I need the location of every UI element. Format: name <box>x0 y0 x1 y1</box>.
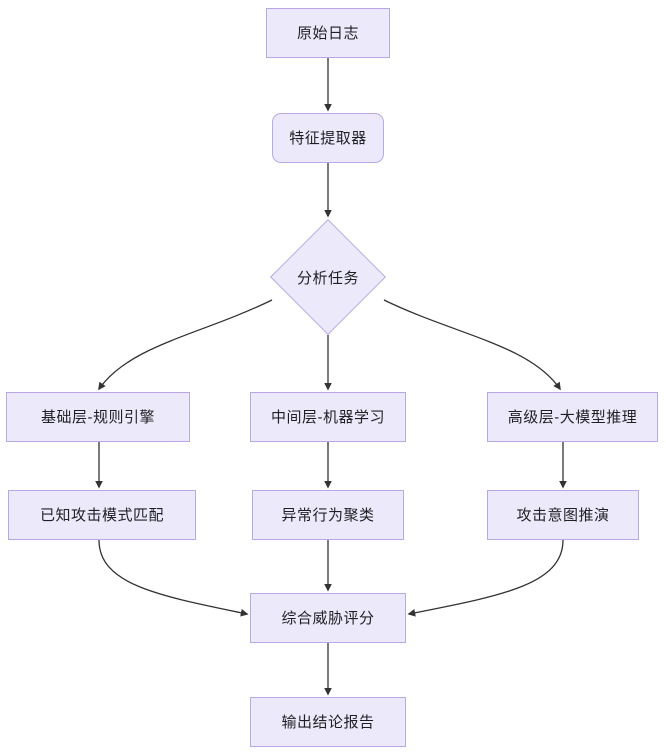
edge-intent-infer-to-threat-score <box>407 539 564 617</box>
edge-analysis-task-to-adv-layer <box>383 299 561 391</box>
node-analysis-task[interactable]: 分析任务 <box>270 219 386 335</box>
node-known-attack-pattern-match[interactable]: 已知攻击模式匹配 <box>8 490 196 540</box>
node-attack-intent-inference[interactable]: 攻击意图推演 <box>487 490 639 540</box>
node-mid-layer-machine-learning[interactable]: 中间层-机器学习 <box>250 392 406 442</box>
node-attack-intent-inference-label: 攻击意图推演 <box>516 506 610 524</box>
node-mid-layer-machine-learning-label: 中间层-机器学习 <box>271 408 385 426</box>
node-advanced-layer-llm-reasoning-label: 高级层-大模型推理 <box>507 408 638 426</box>
node-analysis-task-label: 分析任务 <box>296 269 359 287</box>
node-anomaly-behavior-clustering[interactable]: 异常行为聚类 <box>252 490 404 540</box>
node-comprehensive-threat-score[interactable]: 综合威胁评分 <box>250 593 406 643</box>
node-raw-logs-label: 原始日志 <box>296 24 359 42</box>
node-feature-extractor-label: 特征提取器 <box>289 129 367 147</box>
node-raw-logs[interactable]: 原始日志 <box>266 8 390 58</box>
node-advanced-layer-llm-reasoning[interactable]: 高级层-大模型推理 <box>487 392 658 442</box>
node-output-conclusion-report-label: 输出结论报告 <box>281 713 375 731</box>
node-base-layer-rule-engine-label: 基础层-规则引擎 <box>41 408 155 426</box>
node-output-conclusion-report[interactable]: 输出结论报告 <box>250 697 406 747</box>
node-known-attack-pattern-match-label: 已知攻击模式匹配 <box>39 506 164 524</box>
edge-analysis-task-to-base-layer <box>98 299 273 391</box>
node-feature-extractor[interactable]: 特征提取器 <box>272 113 384 163</box>
node-anomaly-behavior-clustering-label: 异常行为聚类 <box>281 506 375 524</box>
node-base-layer-rule-engine[interactable]: 基础层-规则引擎 <box>6 392 190 442</box>
edge-known-attack-to-threat-score <box>98 539 249 617</box>
node-comprehensive-threat-score-label: 综合威胁评分 <box>281 609 375 627</box>
